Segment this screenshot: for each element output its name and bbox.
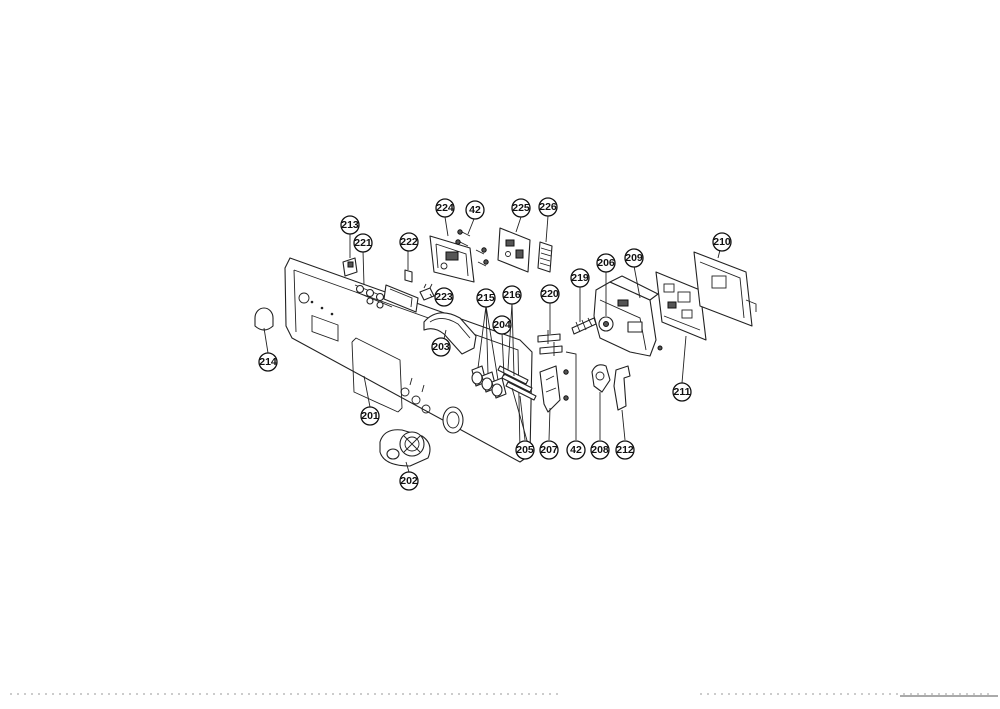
callout-42-lower: 42 — [566, 440, 586, 460]
callout-225: 225 — [511, 198, 531, 218]
callout-220: 220 — [540, 284, 560, 304]
leader-lines — [263, 215, 721, 473]
callout-208: 208 — [590, 440, 610, 460]
spring — [571, 317, 597, 335]
button-strip — [354, 284, 393, 309]
callout-label: 220 — [541, 288, 559, 300]
callout-label: 222 — [400, 236, 418, 248]
callout-211: 211 — [672, 382, 692, 402]
callout-label: 209 — [625, 252, 643, 264]
cam-switch — [591, 364, 611, 393]
callout-210: 210 — [712, 232, 732, 252]
callout-206: 206 — [596, 253, 616, 273]
callout-label: 216 — [503, 289, 521, 301]
callout-224: 224 — [435, 198, 455, 218]
callout-label: 207 — [540, 444, 558, 456]
callout-label: 212 — [616, 444, 634, 456]
shafts — [497, 365, 537, 401]
callout-205: 205 — [515, 440, 535, 460]
callout-label: 226 — [539, 201, 557, 213]
clips — [537, 330, 563, 356]
callout-216: 216 — [502, 285, 522, 305]
connector-part — [419, 283, 435, 301]
screws-upper — [455, 229, 489, 267]
callout-label: 221 — [354, 237, 372, 249]
callout-213: 213 — [340, 215, 360, 235]
callout-label: 219 — [571, 272, 589, 284]
callout-222: 222 — [399, 232, 419, 252]
callout-label: 208 — [591, 444, 609, 456]
callout-214: 214 — [258, 352, 278, 372]
callout-label: 201 — [361, 410, 379, 422]
callout-label: 215 — [477, 292, 495, 304]
knob — [379, 429, 431, 467]
control-panel-fascia — [284, 257, 533, 463]
callout-label: 223 — [435, 291, 453, 303]
callout-212: 212 — [615, 440, 635, 460]
callout-202: 202 — [399, 471, 419, 491]
callout-label: 214 — [259, 356, 277, 368]
callout-label: 42 — [469, 204, 481, 216]
callout-42-upper: 42 — [465, 200, 485, 220]
main-pcb — [655, 271, 707, 341]
callout-label: 213 — [341, 219, 359, 231]
callout-201: 201 — [360, 406, 380, 426]
callout-223: 223 — [434, 287, 454, 307]
callout-label: 225 — [512, 202, 530, 214]
lever-handle — [423, 312, 477, 355]
callout-label: 210 — [713, 236, 731, 248]
knob-buttons — [471, 365, 507, 399]
callout-204: 204 — [492, 315, 512, 335]
display-window — [383, 269, 419, 313]
rear-cover — [693, 251, 757, 327]
rod — [511, 387, 529, 445]
callout-label: 224 — [436, 202, 454, 214]
bracket-board — [429, 235, 475, 283]
selector-housing — [593, 275, 663, 357]
callout-label: 202 — [400, 475, 418, 487]
callout-226: 226 — [538, 197, 558, 217]
callout-label: 204 — [493, 319, 511, 331]
callout-221: 221 — [353, 233, 373, 253]
knob-cap — [254, 307, 274, 331]
switch-part — [342, 257, 358, 277]
callout-219: 219 — [570, 268, 590, 288]
bracket — [613, 365, 631, 411]
callout-215: 215 — [476, 288, 496, 308]
callout-label: 203 — [432, 341, 450, 353]
latch — [539, 365, 569, 413]
callout-203: 203 — [431, 337, 451, 357]
callout-label: 42 — [570, 444, 582, 456]
callout-label: 206 — [597, 257, 615, 269]
callout-207: 207 — [539, 440, 559, 460]
filter-element — [537, 241, 553, 273]
scan-artifact — [10, 693, 998, 697]
callout-209: 209 — [624, 248, 644, 268]
pcb-board — [497, 227, 531, 273]
callout-label: 211 — [674, 386, 691, 398]
callout-label: 205 — [516, 444, 534, 456]
